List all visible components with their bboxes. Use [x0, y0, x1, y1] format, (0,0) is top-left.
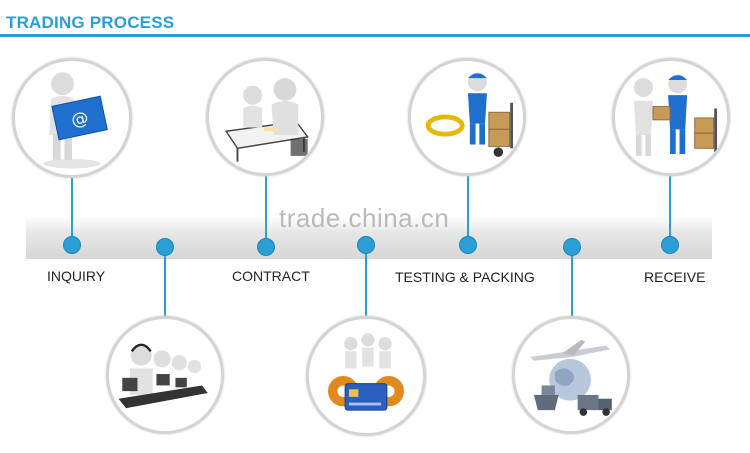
email-figure-icon: @: [43, 72, 108, 169]
timeline-dot-testing: [459, 236, 477, 254]
step-label-testing: TESTING & PACKING: [395, 269, 535, 285]
stem-testing: [467, 176, 469, 240]
global-shipping-icon: [530, 339, 612, 416]
timeline-dot-receive: [661, 236, 679, 254]
worker-hand-truck-icon: [425, 72, 514, 157]
timeline-dot-contract: [257, 238, 275, 256]
stem-inquiry: [71, 176, 73, 240]
stem-shipping: [571, 248, 573, 318]
watermark-text: trade.china.cn: [279, 203, 450, 233]
delivery-handover-icon: [633, 74, 718, 156]
step-circle-shipping: [512, 316, 630, 434]
svg-text:@: @: [70, 108, 91, 131]
step-label-contract: CONTRACT: [232, 268, 310, 284]
stem-payment: [365, 248, 367, 318]
step-circle-contract: [206, 58, 324, 176]
meeting-table-icon: [224, 78, 309, 162]
call-center-icon: [118, 343, 208, 409]
payment-card-icon: [328, 333, 404, 411]
step-circle-receive: [612, 58, 730, 176]
stem-receive: [669, 176, 671, 240]
title-divider: [0, 34, 750, 37]
step-circle-testing: [408, 58, 526, 176]
step-label-inquiry: INQUIRY: [47, 268, 106, 284]
timeline-dot-inquiry: [63, 236, 81, 254]
stem-contract: [265, 176, 267, 240]
timeline-dot-call-center: [156, 238, 174, 256]
page-title: TRADING PROCESS: [6, 13, 175, 32]
step-circle-call-center: [106, 316, 224, 434]
step-circle-inquiry: @: [12, 58, 132, 178]
step-circle-payment: [306, 316, 426, 436]
timeline-dot-payment: [357, 236, 375, 254]
step-label-receive: RECEIVE: [644, 269, 706, 285]
stem-call-center: [164, 248, 166, 318]
timeline-dot-shipping: [563, 238, 581, 256]
